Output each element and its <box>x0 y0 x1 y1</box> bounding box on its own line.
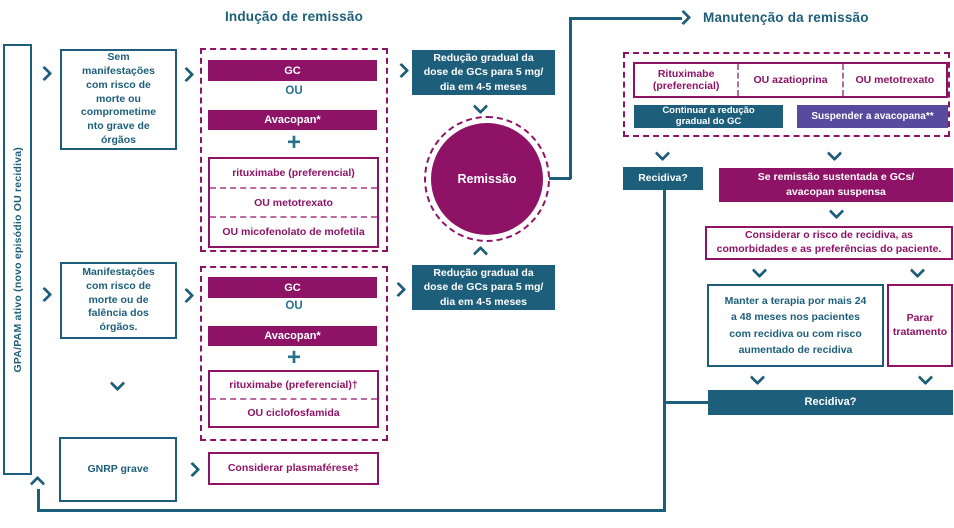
maintain-therapy-box: Manter a terapia por mais 24 a 48 meses … <box>707 284 884 367</box>
chevron-up-icon <box>472 245 489 262</box>
gc-taper-box-2: Redução gradual da dose de GCs para 5 mg… <box>412 265 555 310</box>
induction-title: Indução de remissão <box>224 9 364 24</box>
chevron-down-icon <box>751 262 768 279</box>
maintenance-option: Rituximabe (preferencial) <box>652 67 720 92</box>
chevron-down-icon <box>909 262 926 279</box>
therapy-option: OU ciclofosfamida <box>210 398 377 426</box>
remission-label: Remissão <box>431 123 543 235</box>
chevron-down-icon <box>826 145 843 162</box>
active-disease-label: GPA/PAM ativo (novo episódio OU recidiva… <box>11 146 24 373</box>
therapy-option: OU micofenolato de mofetila <box>210 216 377 246</box>
avacopan-bar: Avacopan* <box>208 326 377 346</box>
relapse-loop-line <box>37 489 40 512</box>
chevron-down-icon <box>654 145 671 162</box>
avacopan-bar: Avacopan* <box>208 110 377 130</box>
consider-risk-box: Considerar o risco de recidiva, as comor… <box>705 226 953 260</box>
circle-to-maintenance-line <box>569 17 572 179</box>
or-label: OU <box>285 300 303 312</box>
plus-icon: + <box>286 344 301 371</box>
chevron-right-icon <box>184 461 201 478</box>
arrow-right-icon <box>675 9 692 26</box>
maintenance-title: Manutenção da remissão <box>703 10 869 25</box>
relapse-loop-line <box>663 401 709 404</box>
chevron-right-icon <box>178 287 195 304</box>
no-risk-manifestations-box: Sem manifestações com risco de morte ou … <box>60 49 177 150</box>
or-label: OU <box>285 85 303 97</box>
relapse-loop-line <box>37 509 666 512</box>
chevron-right-icon <box>393 62 410 79</box>
remission-circle: Remissão <box>424 116 550 242</box>
therapy-option: OU metotrexato <box>210 186 377 217</box>
chevron-down-icon <box>828 203 845 220</box>
therapy-options-box: rituximabe (preferencial) OU metotrexato… <box>208 157 379 248</box>
continue-gc-taper-box: Continuar a redução gradual do GC <box>634 105 783 128</box>
circle-to-maintenance-line <box>570 17 682 20</box>
circle-to-maintenance-line <box>549 177 571 180</box>
therapy-option: rituximabe (preferencial)† <box>229 379 358 391</box>
therapy-options-box: rituximabe (preferencial)† OU ciclofosfa… <box>208 370 379 428</box>
gnrp-box: GNRP grave <box>59 437 177 502</box>
gc-taper-box-1: Redução gradual da dose de GCs para 5 mg… <box>412 50 555 95</box>
maintenance-option: OU metotrexato <box>841 64 946 96</box>
chevron-right-icon <box>178 66 195 83</box>
maintenance-options-row: Rituximabe (preferencial) OU azatioprina… <box>633 62 948 98</box>
maintenance-option: OU azatioprina <box>737 64 841 96</box>
therapy-option: rituximabe (preferencial) <box>232 166 355 179</box>
risk-manifestations-box: Manifestações com risco de morte ou de f… <box>60 262 177 339</box>
gc-bar: GC <box>208 60 377 81</box>
relapse-loop-line <box>663 190 666 512</box>
stop-treatment-box: Parar tratamento <box>887 284 953 367</box>
relapse-question-box: Recidiva? <box>623 167 703 190</box>
chevron-right-icon <box>36 286 53 303</box>
plus-icon: + <box>286 129 301 156</box>
chevron-right-icon <box>390 281 407 298</box>
stop-avacopan-box: Suspender a avacopana** <box>797 105 948 128</box>
plasmapheresis-box: Considerar plasmaférese‡ <box>208 452 379 485</box>
relapse-bar: Recidiva? <box>708 390 953 415</box>
chevron-down-icon <box>472 98 489 115</box>
gc-bar: GC <box>208 277 377 298</box>
chevron-down-icon <box>109 375 126 392</box>
chevron-down-icon <box>917 369 934 386</box>
sustained-remission-box: Se remissão sustentada e GCs/ avacopan s… <box>719 168 953 202</box>
arrow-up-icon <box>29 475 46 492</box>
chevron-right-icon <box>36 65 53 82</box>
chevron-down-icon <box>749 369 766 386</box>
active-disease-rail: GPA/PAM ativo (novo episódio OU recidiva… <box>3 44 32 475</box>
